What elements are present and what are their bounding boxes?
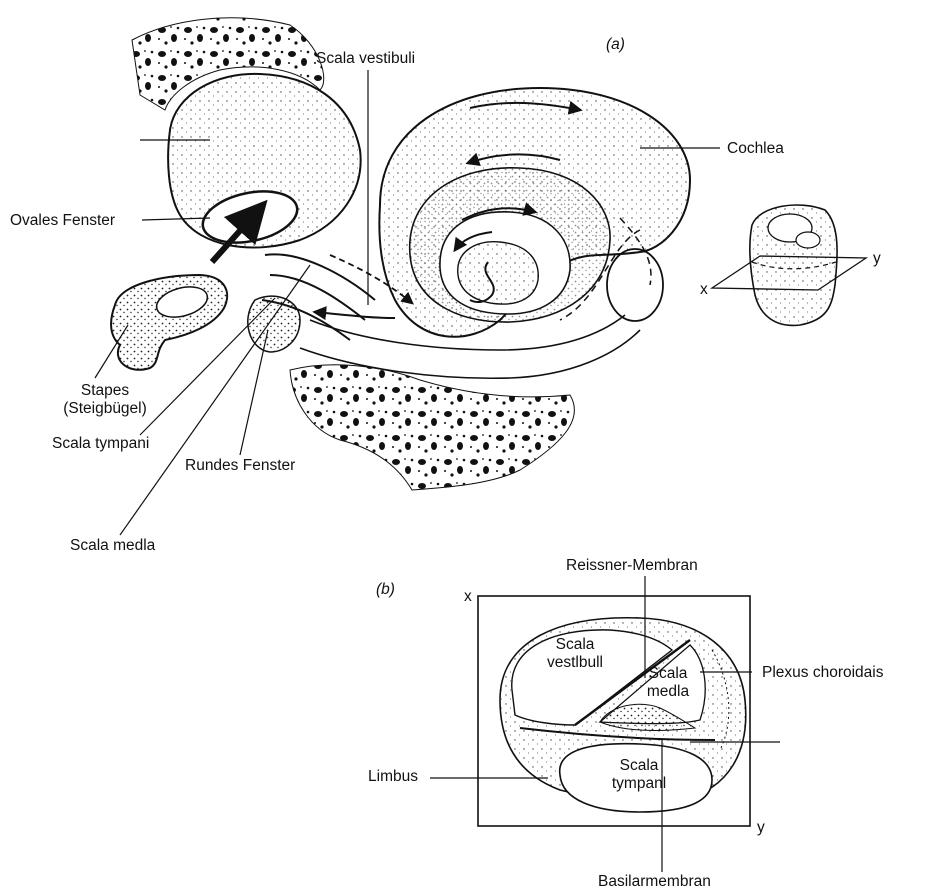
label-st-line1: Scala <box>604 757 674 775</box>
label-stapes-line1: Stapes <box>50 382 160 400</box>
label-stapes: Stapes (Steigbügel) <box>50 382 160 418</box>
label-scala-tympani: Scala tympani <box>52 435 149 453</box>
label-ovales-fenster: Ovales Fenster <box>10 212 115 230</box>
round-window-area <box>248 296 300 352</box>
label-axis-y: y <box>873 250 881 268</box>
label-scala-tympani-b: Scala tympanl <box>604 757 674 793</box>
label-cochlea: Cochlea <box>727 140 784 158</box>
label-scala-vestibuli: Scala vestibuli <box>316 50 415 68</box>
label-basilar: Basilarmembran <box>598 873 711 891</box>
part-b-tag: (b) <box>376 581 395 599</box>
label-sm-line1: Scala <box>640 665 696 683</box>
label-scala-media-b: Scala medla <box>640 665 696 701</box>
temporal-bone-lower <box>290 365 574 490</box>
label-plexus: Plexus choroidais <box>762 664 883 682</box>
label-stapes-line2: (Steigbügel) <box>50 400 160 418</box>
label-limbus: Limbus <box>368 768 418 786</box>
label-axis-x: x <box>700 281 708 299</box>
inset-inner-2 <box>796 232 820 248</box>
stapes-shape <box>111 275 227 370</box>
part-a-tag: (a) <box>606 36 625 54</box>
label-st-line2: tympanl <box>604 775 674 793</box>
label-sv-line2: vestlbull <box>540 654 610 672</box>
cochlea-apex <box>458 242 539 304</box>
label-corner-x: x <box>464 588 472 606</box>
section-ring <box>607 249 663 321</box>
label-rundes-fenster: Rundes Fenster <box>185 457 295 475</box>
label-scala-vestibuli-b: Scala vestlbull <box>540 636 610 672</box>
label-sv-line1: Scala <box>540 636 610 654</box>
label-sm-line2: medla <box>640 683 696 701</box>
label-corner-y: y <box>757 819 765 837</box>
label-scala-media: Scala medla <box>70 537 155 555</box>
label-reissner: Reissner-Membran <box>566 557 698 575</box>
